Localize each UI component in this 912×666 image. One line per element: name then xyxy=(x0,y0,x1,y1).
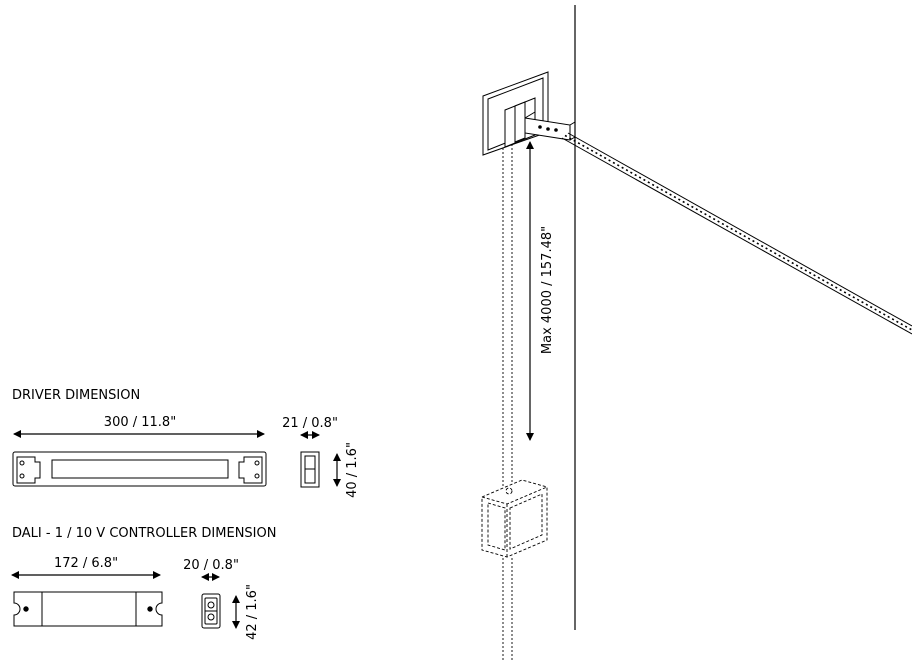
cable-conduit xyxy=(502,140,513,661)
driver-title: DRIVER DIMENSION xyxy=(12,388,140,403)
max-distance-label: Max 4000 / 157.48" xyxy=(540,226,555,354)
controller-side xyxy=(201,593,221,629)
controller-length-label: 172 / 6.8" xyxy=(54,556,118,571)
controller-thickness-label: 20 / 0.8" xyxy=(183,558,239,573)
connector-block xyxy=(504,97,576,148)
junction-box xyxy=(481,479,548,558)
driver-thickness-label: 21 / 0.8" xyxy=(282,416,338,431)
controller-body xyxy=(13,591,163,627)
driver-length-label: 300 / 11.8" xyxy=(104,415,176,430)
driver-body xyxy=(12,451,267,487)
controller-title: DALI - 1 / 10 V CONTROLLER DIMENSION xyxy=(12,526,276,541)
controller-height-label: 42 / 1.6" xyxy=(245,584,260,640)
driver-side xyxy=(300,451,320,488)
driver-height-label: 40 / 1.6" xyxy=(345,442,360,498)
led-strip xyxy=(561,132,912,335)
